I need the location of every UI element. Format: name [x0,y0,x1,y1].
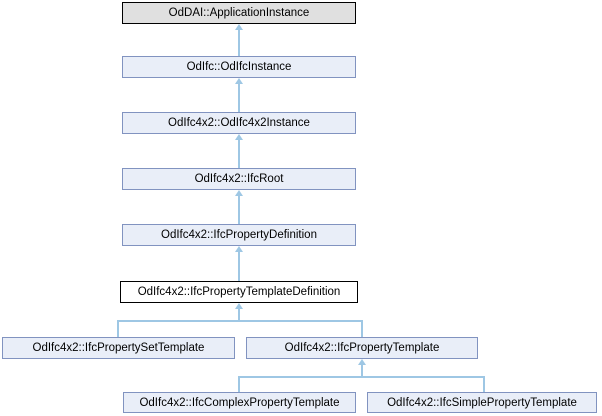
edge-line [238,376,485,378]
edge-line [361,361,363,378]
class-node-odifc4x2-ifcpropertydefinition[interactable]: OdIfc4x2::IfcPropertyDefinition [122,224,356,246]
arrow-up-icon [235,246,243,252]
edge-line [238,248,240,281]
arrow-up-icon [358,359,366,365]
class-node-odifc-odifcinstance[interactable]: OdIfc::OdIfcInstance [122,56,356,78]
class-node-odifc4x2-ifcpropertytemplate[interactable]: OdIfc4x2::IfcPropertyTemplate [246,337,478,359]
edge-line [238,305,240,322]
arrow-up-icon [235,24,243,30]
edge-line [117,320,119,337]
edge-line [483,376,485,392]
class-node-odifc4x2-odifc4x2instance[interactable]: OdIfc4x2::OdIfc4x2Instance [122,112,356,134]
class-node-oddai-applicationinstance[interactable]: OdDAI::ApplicationInstance [122,2,356,24]
edge-line [238,80,240,112]
arrow-up-icon [235,78,243,84]
arrow-up-icon [235,134,243,140]
class-node-odifc4x2-ifccomplexpropertytemplate[interactable]: OdIfc4x2::IfcComplexPropertyTemplate [123,392,356,413]
arrow-up-icon [235,190,243,196]
class-node-odifc4x2-ifcsimplepropertytemplate[interactable]: OdIfc4x2::IfcSimplePropertyTemplate [367,392,597,413]
edge-line [117,320,363,322]
class-node-odifc4x2-ifcroot[interactable]: OdIfc4x2::IfcRoot [122,168,356,190]
edge-line [238,26,240,56]
class-node-odifc4x2-ifcpropertytemplatedefinition-current: OdIfc4x2::IfcPropertyTemplateDefinition [120,281,358,303]
arrow-up-icon [235,303,243,309]
edge-line [361,320,363,337]
edge-line [238,376,240,392]
edge-line [238,192,240,224]
edge-line [238,136,240,168]
class-node-odifc4x2-ifcpropertysettemplate[interactable]: OdIfc4x2::IfcPropertySetTemplate [2,337,235,359]
